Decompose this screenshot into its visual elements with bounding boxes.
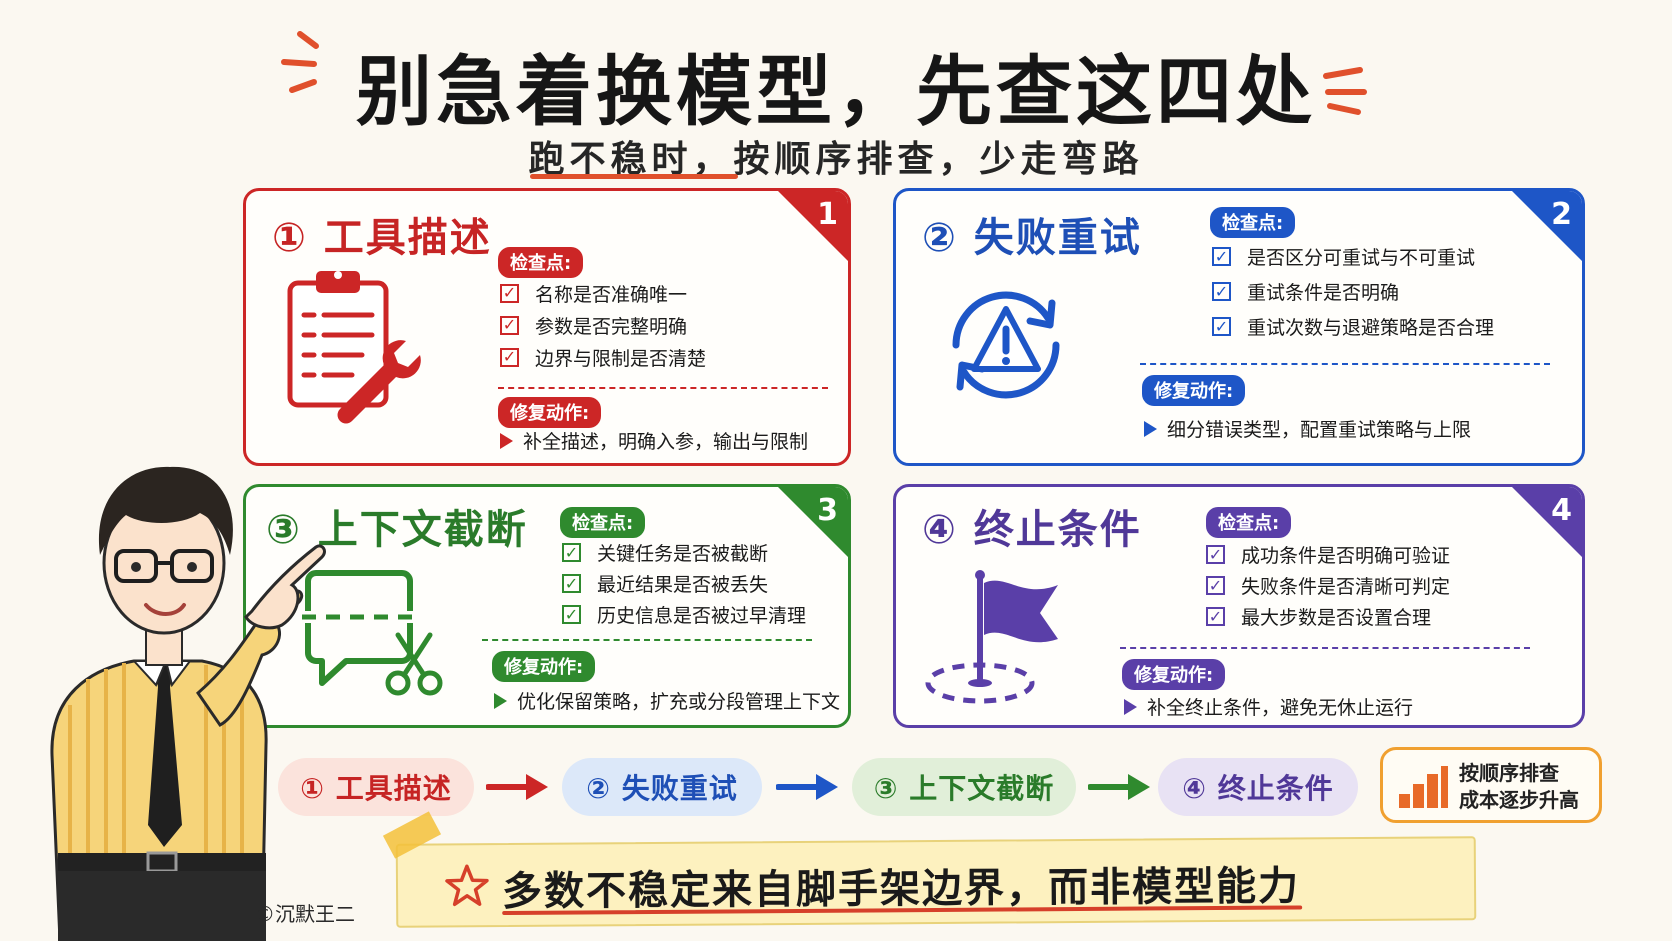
arrow-right-icon	[1088, 774, 1150, 800]
fix-action: 补全描述，明确入参，输出与限制	[500, 427, 808, 454]
check-label: 检查点:	[1210, 207, 1296, 238]
checkbox-icon: ✓	[500, 347, 519, 367]
play-icon	[500, 432, 513, 449]
fix-action: 优化保留策略，扩充或分段管理上下文	[494, 687, 840, 714]
check-item: ✓重试次数与退避策略是否合理	[1212, 309, 1494, 344]
presenter-character	[50, 466, 326, 941]
title-spark-right-icon	[1323, 67, 1367, 115]
summary-banner: 多数不稳定来自脚手架边界，而非模型能力	[395, 836, 1477, 928]
card-title: ② 失败重试	[922, 215, 1142, 261]
corner-badge	[778, 487, 848, 557]
flow-step-tool-description: ① 工具描述	[278, 758, 474, 816]
order-note: 按顺序排查 成本逐步升高	[1380, 747, 1602, 823]
fix-label: 修复动作:	[1122, 659, 1226, 690]
checkbox-icon: ✓	[1206, 545, 1225, 564]
divider	[1140, 363, 1550, 365]
check-item: ✓最大步数是否设置合理	[1206, 601, 1450, 632]
flow-step-termination-conditions: ④ 终止条件	[1158, 758, 1358, 816]
checkbox-icon: ✓	[500, 283, 519, 303]
copyright: ©沉默王二	[255, 902, 355, 926]
title-spark-left-icon	[281, 31, 319, 93]
card-context-truncation: 3 ③ 上下文截断 检查点: ✓关键任务是否被截断 ✓最近结果是否被丢失 ✓历史…	[243, 484, 851, 728]
check-item: ✓成功条件是否明确可验证	[1206, 539, 1450, 570]
card-title: ④ 终止条件	[922, 507, 1142, 553]
card-number: 4	[1551, 493, 1572, 528]
check-item: ✓最近结果是否被丢失	[562, 568, 806, 599]
card-number: 3	[817, 493, 838, 528]
check-item: ✓是否区分可重试与不可重试	[1212, 239, 1494, 274]
order-note-line: 成本逐步升高	[1459, 788, 1579, 812]
card-termination-conditions: 4 ④ 终止条件 检查点: ✓成功条件是否明确可验证 ✓失败条件是否清晰可判定 …	[893, 484, 1585, 728]
checkbox-icon: ✓	[1212, 282, 1231, 301]
chat-scissors-icon	[302, 570, 443, 696]
bar-chart-icon	[1399, 766, 1448, 808]
check-item: ✓边界与限制是否清楚	[500, 341, 706, 373]
play-icon	[1144, 420, 1157, 437]
check-item: ✓历史信息是否被过早清理	[562, 599, 806, 630]
checkbox-icon: ✓	[562, 543, 581, 562]
checkbox-icon: ✓	[1206, 576, 1225, 595]
flow-step-failure-retry: ② 失败重试	[562, 758, 762, 816]
card-tool-description: 1 ① 工具描述 检查点: ✓名称是否准确唯一 ✓参数是否完整明确 ✓边界与限制…	[243, 188, 851, 466]
arrow-right-icon	[776, 774, 838, 800]
check-label: 检查点:	[560, 507, 646, 538]
check-label: 检查点:	[1206, 507, 1292, 538]
card-number: 1	[817, 197, 838, 232]
fix-label: 修复动作:	[492, 651, 596, 682]
card-number: 2	[1551, 197, 1572, 232]
arrow-right-icon	[486, 774, 548, 800]
divider	[482, 639, 812, 641]
check-label: 检查点:	[498, 247, 584, 278]
corner-badge	[1512, 191, 1582, 261]
flow-step-context-truncation: ③ 上下文截断	[852, 758, 1076, 816]
play-icon	[1124, 698, 1137, 715]
card-failure-retry: 2 ② 失败重试 检查点: ✓是否区分可重试与不可重试 ✓重试条件是否明确 ✓重…	[893, 188, 1585, 466]
check-item: ✓参数是否完整明确	[500, 309, 706, 341]
check-item: ✓关键任务是否被截断	[562, 537, 806, 568]
page-subtitle: 跑不稳时，按顺序排查，少走弯路	[528, 139, 1144, 180]
check-item: ✓名称是否准确唯一	[500, 277, 706, 309]
checkbox-icon: ✓	[500, 315, 519, 335]
checkbox-icon: ✓	[1206, 607, 1225, 626]
fix-label: 修复动作:	[1142, 375, 1246, 406]
subtitle-underline	[530, 174, 738, 179]
clipboard-wrench-icon	[287, 271, 421, 424]
corner-badge	[1512, 487, 1582, 557]
corner-badge	[778, 191, 848, 261]
fix-action: 细分错误类型，配置重试策略与上限	[1144, 415, 1471, 442]
checkbox-icon: ✓	[562, 574, 581, 593]
divider	[498, 387, 828, 389]
page-title: 别急着换模型，先查这四处	[356, 47, 1316, 136]
check-item: ✓重试条件是否明确	[1212, 274, 1494, 309]
fix-label: 修复动作:	[498, 397, 602, 428]
checkbox-icon: ✓	[562, 605, 581, 624]
divider	[1120, 647, 1530, 649]
checkbox-icon: ✓	[1212, 317, 1231, 336]
flag-target-icon	[925, 570, 1058, 704]
order-note-line: 按顺序排查	[1459, 761, 1559, 785]
card-title: ① 工具描述	[272, 215, 492, 261]
fix-action: 补全终止条件，避免无休止运行	[1124, 693, 1413, 720]
card-title: ③ 上下文截断	[266, 507, 528, 553]
checkbox-icon: ✓	[1212, 247, 1231, 266]
play-icon	[494, 692, 507, 709]
star-icon	[445, 864, 489, 907]
check-item: ✓失败条件是否清晰可判定	[1206, 570, 1450, 601]
warning-cycle-icon	[952, 291, 1060, 399]
